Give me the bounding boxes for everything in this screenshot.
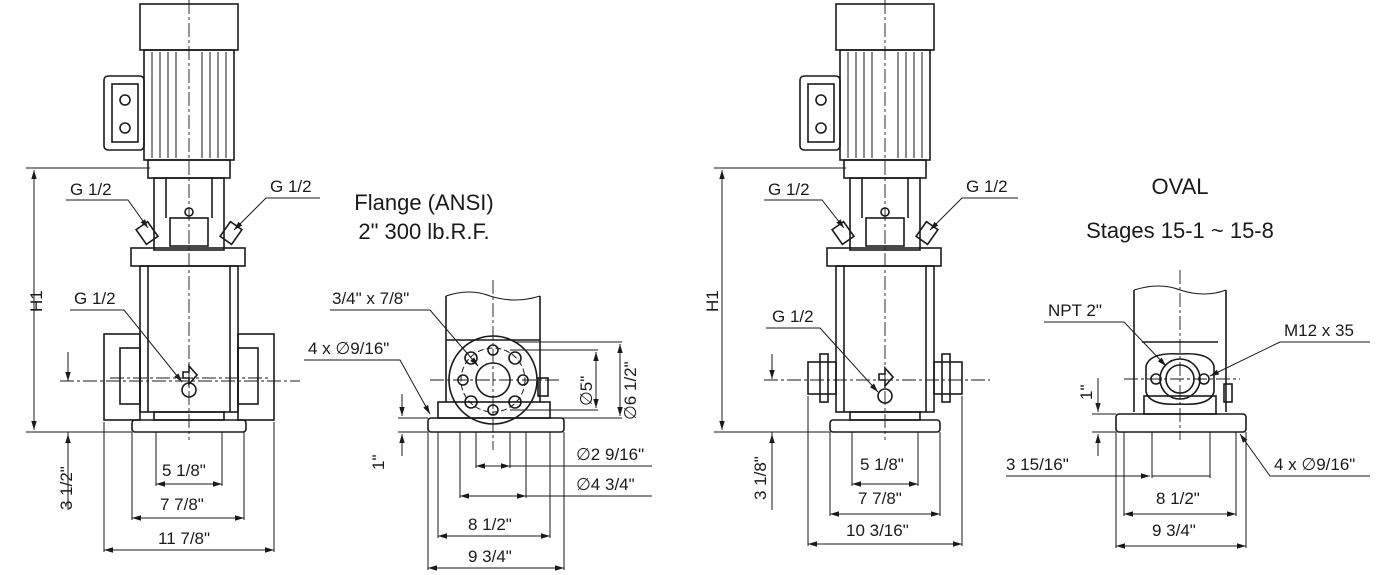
- flange-holes-label: 4 x ∅9/16": [308, 339, 389, 358]
- oval-title-line1: OVAL: [1151, 174, 1208, 199]
- left-h1-label: H1: [27, 290, 46, 312]
- left-port-left-label: G 1/2: [70, 180, 112, 199]
- oval-thread-label: NPT 2": [1048, 301, 1102, 320]
- right-dim-inner: 5 1/8": [860, 455, 904, 474]
- flange-dia-2-9-16: ∅2 9/16": [576, 445, 644, 464]
- oval-bolt-label: M12 x 35: [1284, 321, 1354, 340]
- flange-height-1: 1": [369, 455, 388, 471]
- flange-dia-5: ∅5": [577, 376, 596, 406]
- right-port-right-label: G 1/2: [966, 177, 1008, 196]
- left-dim-outer: 11 7/8": [158, 529, 210, 548]
- left-port-right-label: G 1/2: [270, 177, 312, 196]
- right-dim-mid: 7 7/8": [858, 489, 902, 508]
- left-dim-mid: 7 7/8": [160, 495, 204, 514]
- left-dim-inner: 5 1/8": [162, 461, 206, 480]
- flange-title-line2: 2" 300 lb.R.F.: [358, 219, 489, 244]
- right-port-left-label: G 1/2: [768, 180, 810, 199]
- right-port-drain-label: G 1/2: [772, 307, 814, 326]
- flange-bolt-label: 3/4" x 7/8": [332, 289, 409, 308]
- flange-width-9-75: 9 3/4": [468, 547, 512, 566]
- right-dim-outer: 10 3/16": [846, 521, 909, 540]
- oval-view: OVAL Stages 15-1 ~ 15-8 NPT 2" M12 x 35 …: [1006, 174, 1370, 549]
- left-port-drain-label: G 1/2: [74, 289, 116, 308]
- right-h1-label: H1: [703, 290, 722, 312]
- right-lantern: [826, 177, 942, 267]
- flange-title-line1: Flange (ANSI): [354, 190, 493, 215]
- oval-offset-label: 3 15/16": [1006, 455, 1069, 474]
- oval-height-1: 1": [1077, 385, 1096, 401]
- flange-dia-4-3-4: ∅4 3/4": [576, 475, 635, 494]
- flange-dia-6-5: ∅6 1/2": [621, 361, 640, 420]
- left-motor: [103, 3, 239, 179]
- oval-title-line2: Stages 15-1 ~ 15-8: [1086, 218, 1274, 243]
- oval-width-8-5: 8 1/2": [1156, 489, 1200, 508]
- flange-width-8-5: 8 1/2": [468, 515, 512, 534]
- oval-width-9-75: 9 3/4": [1152, 521, 1196, 540]
- left-lantern: [130, 177, 246, 267]
- right-pump: H1 3 1/8" 5 1/8" 7 7/8" 10 3/16" G 1/2 G…: [703, 0, 1018, 547]
- left-pump: H1 3 1/2" 5 1/8" 7 7/8" 11 7/8" G 1/2 G …: [26, 0, 320, 553]
- right-inlet-height-label: 3 1/8": [751, 456, 770, 500]
- left-inlet-height-label: 3 1/2": [57, 466, 76, 510]
- right-motor: [799, 3, 935, 179]
- flange-view: Flange (ANSI) 2" 300 lb.R.F. 3/4" x 7/8"…: [304, 190, 652, 571]
- oval-holes-label: 4 x ∅9/16": [1274, 455, 1355, 474]
